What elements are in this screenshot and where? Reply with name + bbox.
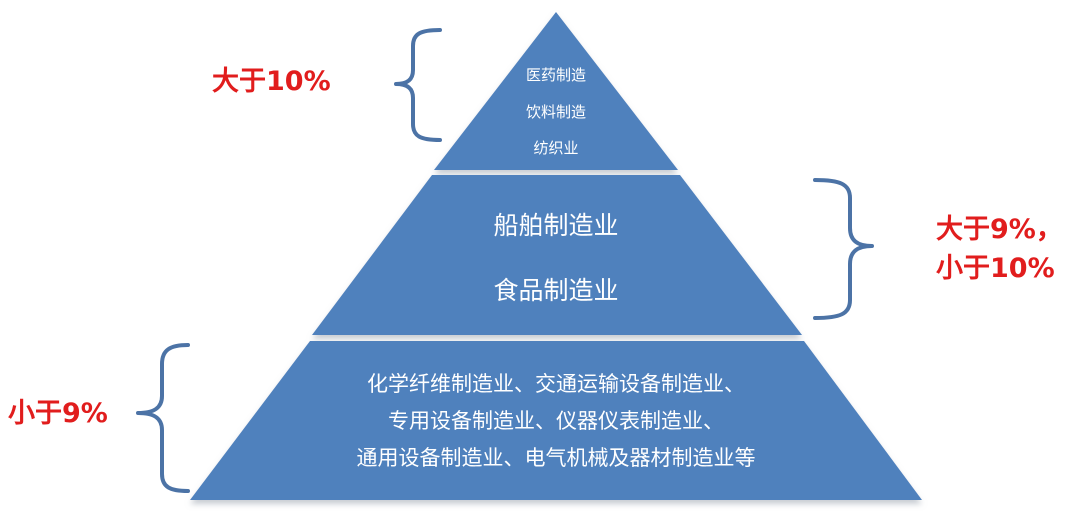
- brace-middle: [813, 178, 874, 320]
- tier-top: [434, 12, 678, 170]
- tier-bottom-items: 化学纤维制造业、交通运输设备制造业、 专用设备制造业、仪器仪表制造业、 通用设备…: [357, 372, 756, 470]
- tier-top-item: 纺织业: [533, 139, 578, 157]
- label-bottom-range: 小于9%: [8, 398, 108, 429]
- label-top-range: 大于10%: [212, 66, 331, 97]
- tier-bottom-item: 专用设备制造业、仪器仪表制造业、: [388, 409, 724, 433]
- brace-top: [394, 28, 442, 142]
- tier-bottom-item: 化学纤维制造业、交通运输设备制造业、: [367, 372, 745, 396]
- tier-top-items: 医药制造 饮料制造 纺织业: [526, 66, 586, 157]
- tier-middle-item: 食品制造业: [493, 276, 618, 305]
- tier-top-item: 饮料制造: [526, 103, 586, 121]
- tier-middle: [312, 175, 802, 335]
- pyramid: [190, 12, 922, 500]
- tier-middle-item: 船舶制造业: [493, 211, 618, 240]
- tier-bottom-item: 通用设备制造业、电气机械及器材制造业等: [357, 446, 756, 470]
- label-middle-range-line1: 大于9%，: [936, 214, 1063, 245]
- label-middle-range-line2: 小于10%: [936, 253, 1055, 284]
- brace-bottom: [136, 343, 190, 493]
- tier-top-item: 医药制造: [526, 66, 586, 84]
- tier-middle-items: 船舶制造业 食品制造业: [493, 211, 618, 305]
- tier-bottom: [190, 341, 922, 500]
